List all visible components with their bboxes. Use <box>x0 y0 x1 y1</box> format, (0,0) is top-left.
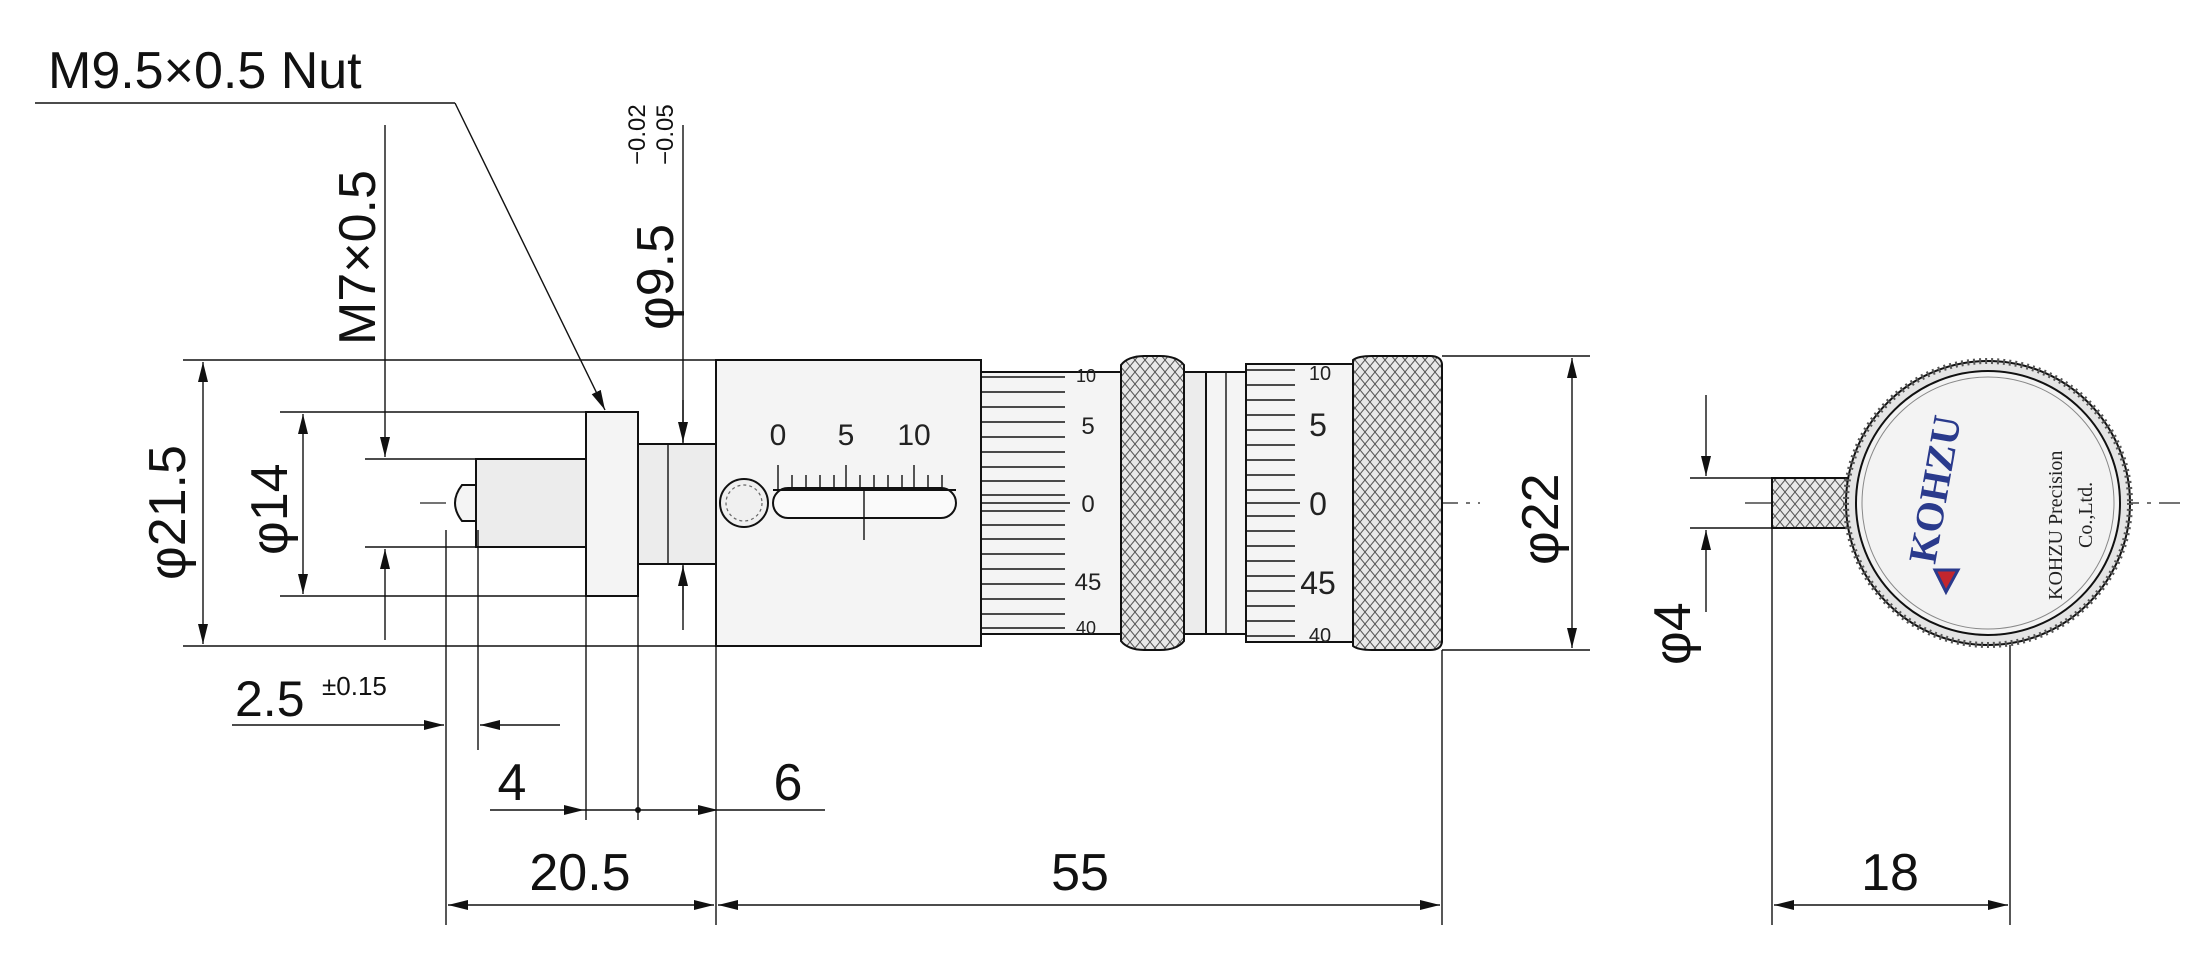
thimble-right-label-40: 40 <box>1309 625 1331 647</box>
logo-mark <box>1932 568 1961 596</box>
thread-label: M7×0.5 <box>329 170 387 345</box>
thimble-right-label-10: 10 <box>1309 363 1331 385</box>
end-view-dimensions <box>1690 395 2011 925</box>
dim-2-5-tol: ±0.15 <box>322 671 387 701</box>
thimble-right-label-0: 0 <box>1309 486 1327 522</box>
dim-20-5-label: 20.5 <box>529 844 630 902</box>
sleeve-label-5: 5 <box>838 419 855 452</box>
dia-21-5-label: φ21.5 <box>139 445 197 580</box>
dimension-lines <box>35 102 1577 910</box>
spindle-diameter-label: φ9.5 −0.02 −0.05 <box>624 104 685 330</box>
thimble-right-ticks <box>1246 369 1300 637</box>
thimble-left-label-5: 5 <box>1081 413 1094 440</box>
spindle-tip <box>454 484 479 522</box>
end-view-face <box>1855 370 2121 636</box>
dia-22-label: φ22 <box>1512 473 1570 565</box>
sleeve-label-0: 0 <box>770 419 787 452</box>
dia-4-label: φ4 <box>1644 602 1702 665</box>
thimble-left-label-0: 0 <box>1081 491 1094 518</box>
middle-collar <box>1183 371 1207 635</box>
lock-knob <box>719 478 769 528</box>
end-view-knurl <box>1843 358 2133 648</box>
thimble-left-ticks <box>981 376 1070 629</box>
logo-line1: KOHZU Precision <box>2045 451 2067 600</box>
nut <box>585 411 639 597</box>
spindle-tol-upper: −0.02 <box>624 104 651 165</box>
thread-section <box>475 458 587 548</box>
dim-6-label: 6 <box>774 754 803 812</box>
dim-2-5-label: 2.5 <box>235 671 305 727</box>
end-view-stem <box>1771 477 1849 529</box>
micrometer-end-view: KOHZU KOHZU Precision Co.,Ltd. <box>1771 358 2133 648</box>
logo-line2: Co.,Ltd. <box>2075 482 2097 548</box>
micrometer-side-view: 0 5 10 10 5 0 45 4 <box>454 355 1443 651</box>
dim-55-label: 55 <box>1051 844 1109 902</box>
thimble-left-label-10: 10 <box>1076 366 1096 386</box>
thimble-left-label-45: 45 <box>1075 569 1102 596</box>
dim-4-label: 4 <box>498 754 527 812</box>
dim-18-label: 18 <box>1861 844 1919 902</box>
spindle-barrel <box>637 443 719 565</box>
sleeve-label-10: 10 <box>897 419 930 452</box>
nut-label: M9.5×0.5 Nut <box>48 42 362 100</box>
spindle-tol-lower: −0.05 <box>652 104 679 165</box>
thimble-left-label-40: 40 <box>1076 618 1096 638</box>
knurl-end-cap <box>1352 355 1443 651</box>
sleeve-ticks <box>777 465 943 540</box>
spindle-dia-base: φ9.5 <box>627 224 685 330</box>
extension-lines <box>183 125 1590 925</box>
dia-14-label: φ14 <box>241 463 299 555</box>
thimble-right-label-5: 5 <box>1309 407 1327 443</box>
knurl-ring-1 <box>1120 355 1185 651</box>
thimble-right-label-45: 45 <box>1300 565 1336 601</box>
